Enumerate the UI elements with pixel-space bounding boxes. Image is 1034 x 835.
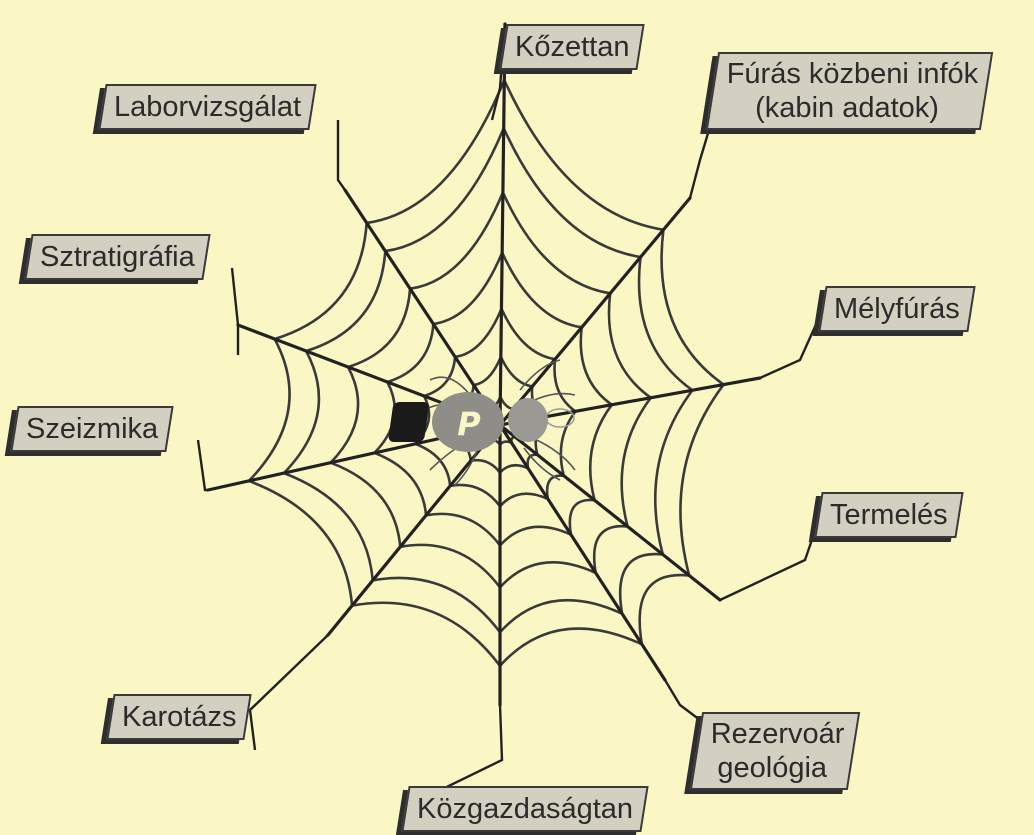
connector-line-rezervoar xyxy=(665,680,700,720)
web-spoke-termeles xyxy=(500,425,720,600)
web-spoke-rezervoar xyxy=(500,425,665,680)
logo-letter: P xyxy=(457,405,481,443)
node-szeizmika: Szeizmika xyxy=(10,406,173,452)
node-kozettan: Kőzettan xyxy=(499,24,645,70)
spider-head xyxy=(508,398,548,442)
p-logo-icon xyxy=(388,402,430,442)
spider-icon: P xyxy=(388,360,575,485)
connector-line-karotazs xyxy=(250,635,328,750)
node-furas-kozbeni-infok: Fúrás közbeni infók (kabin adatok) xyxy=(706,52,994,130)
connector-line-szeizmika xyxy=(198,440,208,490)
node-melyfuras: Mélyfúrás xyxy=(818,286,975,332)
node-rezervoar-geologia: Rezervoár geológia xyxy=(690,712,860,790)
node-karotazs: Karotázs xyxy=(106,694,252,740)
connector-line-sztratigrafia xyxy=(232,268,238,355)
connector-line-melyfuras xyxy=(760,320,818,378)
web-ring-7 xyxy=(249,80,724,666)
connector-line-termeles xyxy=(720,528,816,600)
connector-line-laborvizsgalat xyxy=(338,120,345,190)
web-ring-5 xyxy=(331,192,651,587)
node-kozgazdasagtan: Közgazdaságtan xyxy=(401,786,648,832)
node-laborvizsgalat: Laborvizsgálat xyxy=(98,84,316,130)
connector-line-furas xyxy=(690,120,712,198)
node-sztratigrafia: Sztratigráfia xyxy=(24,234,210,280)
web-spoke-furas xyxy=(500,198,690,425)
node-termeles: Termelés xyxy=(814,492,963,538)
